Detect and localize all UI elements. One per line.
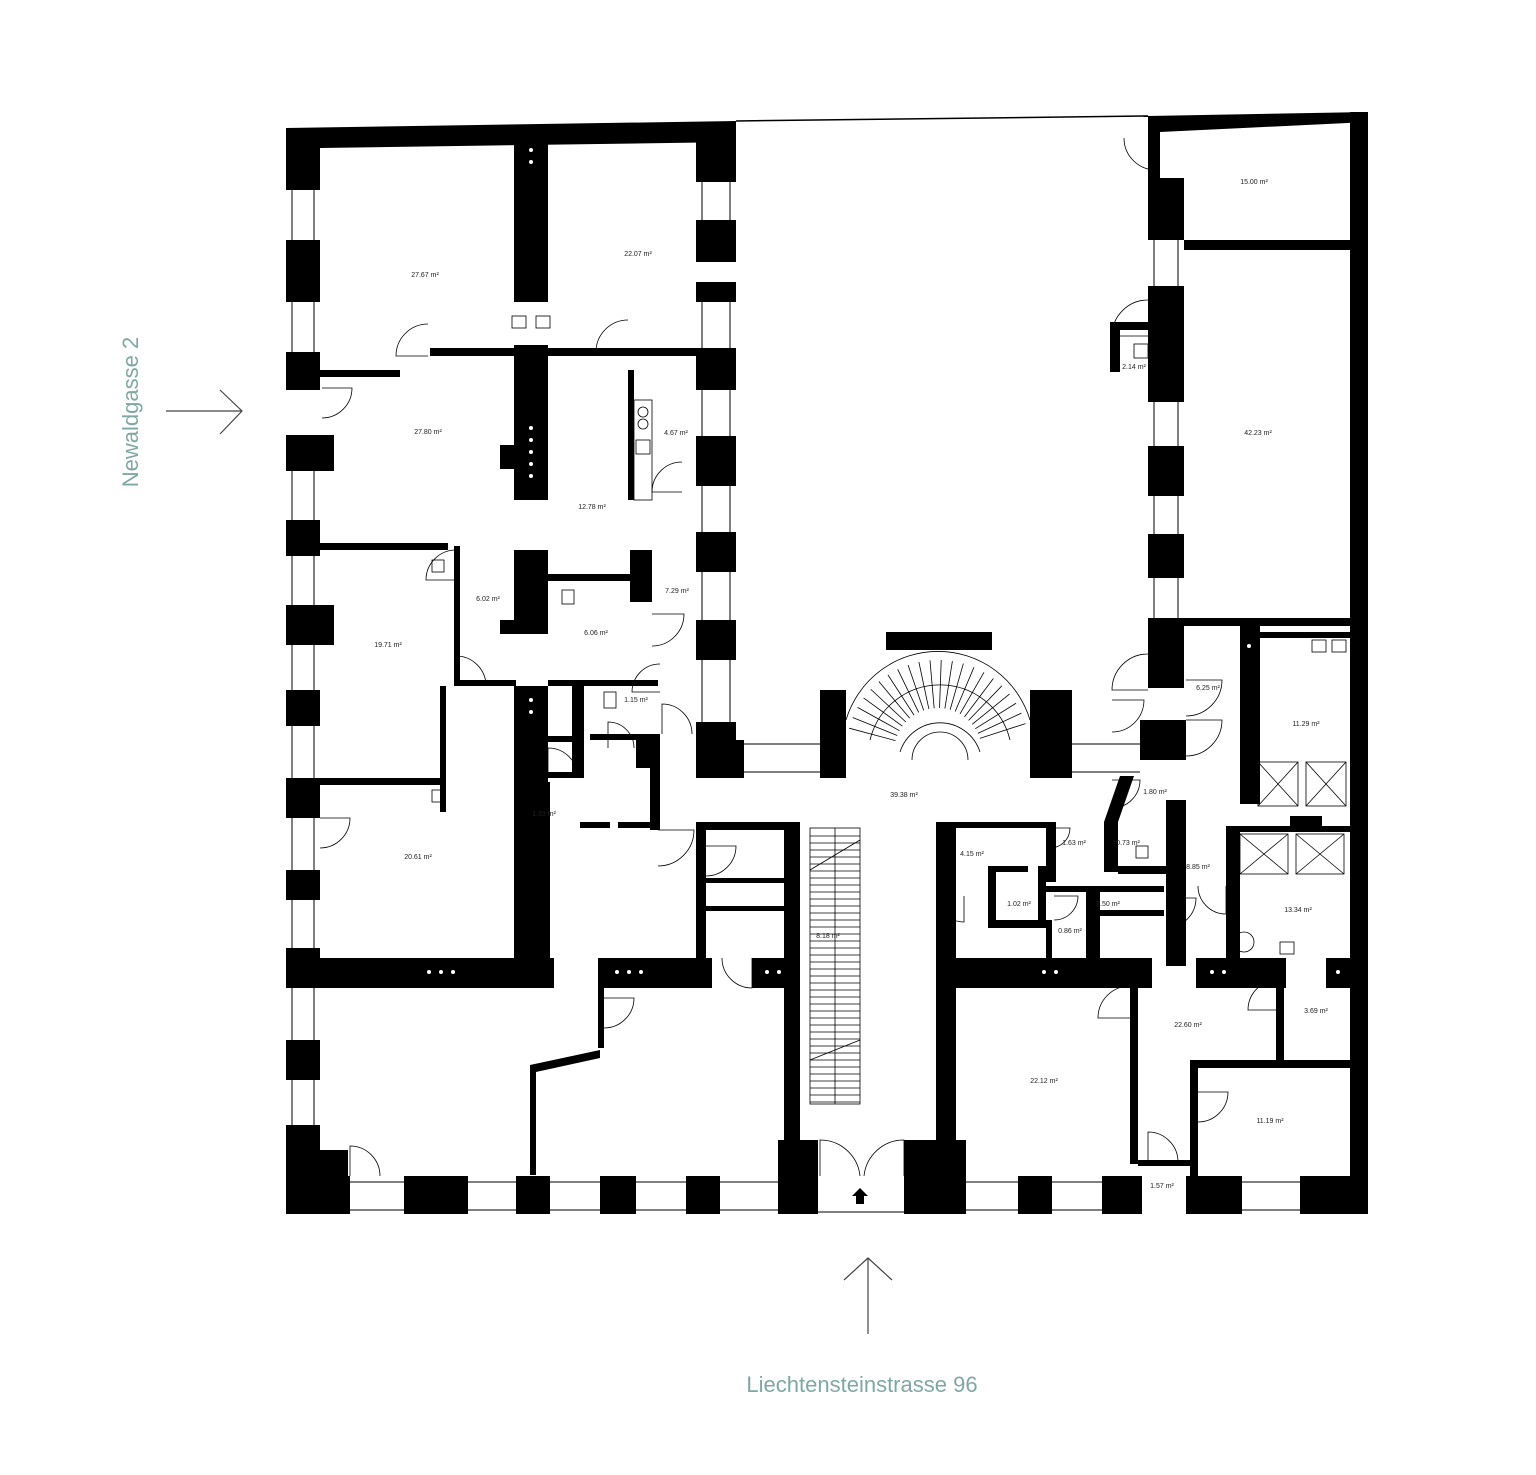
door-swing-icon — [631, 663, 661, 693]
door-swing-icon — [319, 137, 1279, 1177]
door-swing-icon — [1049, 827, 1071, 849]
door-swing-icon — [705, 845, 737, 877]
street-label-left: Newaldgasse 2 — [118, 337, 143, 487]
door-swing-icon — [657, 829, 695, 867]
room-area-label-r1: 27.67 m² — [411, 272, 439, 279]
room-area-label-r19: 11.29 m² — [1292, 721, 1320, 728]
arrow-up-icon — [843, 1257, 893, 1334]
room-area-label-r33: 1.57 m² — [1150, 1183, 1174, 1190]
door-swing-icon — [425, 549, 457, 581]
door-swing-icon — [607, 721, 635, 749]
door-swing-icon — [1185, 679, 1223, 717]
room-area-label-r25: 1.02 m² — [1007, 901, 1031, 908]
door-swing-icon — [1247, 979, 1279, 1011]
wall-vent-dots — [427, 148, 1340, 974]
room-area-label-r21: 4.15 m² — [960, 851, 984, 858]
door-swing-icon — [455, 655, 487, 687]
door-swing-icon — [1197, 1091, 1229, 1123]
room-area-label-r30: 3.69 m² — [1304, 1008, 1328, 1015]
door-swing-icon — [349, 1145, 381, 1177]
entrance-marker-icon — [852, 1188, 868, 1204]
room-area-label-r6: 19.71 m² — [374, 642, 402, 649]
walls — [286, 112, 1368, 1214]
fixtures — [431, 315, 1347, 955]
room-area-label-r4: 4.67 m² — [664, 430, 688, 437]
room-area-label-r2: 22.07 m² — [624, 251, 652, 258]
room-area-label-r26: 2.50 m² — [1096, 901, 1120, 908]
room-area-label-r13: 39.38 m² — [890, 792, 918, 799]
room-area-label-r20: 1.80 m² — [1143, 789, 1167, 796]
door-swing-icon — [595, 319, 629, 353]
door-swing-icon — [661, 703, 693, 735]
door-swing-icon — [721, 957, 753, 989]
door-swing-icon — [1111, 299, 1149, 337]
room-area-label-r14: 8.18 m² — [816, 933, 840, 940]
door-swing-icon — [937, 895, 965, 923]
room-area-label-r23: 0.73 m² — [1116, 840, 1140, 847]
room-area-label-r5: 12.78 m² — [578, 504, 606, 511]
room-area-label-r8: 6.06 m² — [584, 630, 608, 637]
door-swing-icon — [603, 997, 635, 1029]
door-swing-icon — [1111, 653, 1149, 691]
room-area-label-r3: 27.80 m² — [414, 429, 442, 436]
door-swing-icon — [651, 461, 683, 493]
staircase-icon — [809, 651, 1031, 1177]
door-swing-icon — [547, 747, 579, 779]
room-area-label-r22: 1.63 m² — [1062, 840, 1086, 847]
room-area-label-r15: 15.00 m² — [1240, 179, 1268, 186]
street-label-bottom: Liechtensteinstrasse 96 — [746, 1372, 977, 1397]
door-swing-icon — [1097, 985, 1131, 1019]
door-swing-icon — [1111, 779, 1141, 809]
room-area-label-r17: 42.23 m² — [1244, 430, 1272, 437]
door-swing-icon — [1147, 1131, 1179, 1163]
room-labels: 27.67 m² 22.07 m² 27.80 m² 4.67 m² 12.78 m² 1… — [374, 179, 1328, 1190]
room-area-label-r9: 7.29 m² — [665, 588, 689, 595]
room-area-label-r7: 6.02 m² — [476, 596, 500, 603]
door-swing-icon — [1123, 137, 1157, 171]
room-area-label-r32: 11.19 m² — [1256, 1118, 1284, 1125]
room-area-label-r16: 2.14 m² — [1122, 364, 1146, 371]
room-area-label-r29: 22.60 m² — [1174, 1022, 1202, 1029]
door-swing-icon — [395, 323, 429, 357]
door-swing-icon — [1053, 895, 1079, 921]
door-swing-icon — [651, 613, 685, 647]
door-swing-icon — [1197, 885, 1227, 915]
door-swing-icon — [321, 387, 353, 419]
door-swing-icon — [1111, 699, 1145, 733]
room-area-label-r24: 8.85 m² — [1186, 864, 1210, 871]
room-area-label-r31: 22.12 m² — [1030, 1078, 1058, 1085]
room-area-label-r28: 13.34 m² — [1284, 907, 1312, 914]
room-area-label-r18: 6.25 m² — [1196, 685, 1220, 692]
room-area-label-r11: 1.33 m² — [532, 811, 556, 818]
door-swing-icon — [1165, 897, 1197, 929]
arrow-right-icon — [166, 389, 243, 435]
door-swing-icon — [319, 817, 351, 849]
door-swing-icon — [1185, 719, 1223, 757]
room-area-label-r27: 0.86 m² — [1058, 928, 1082, 935]
room-area-label-r12: 20.61 m² — [404, 854, 432, 861]
room-area-label-r10: 1.15 m² — [624, 697, 648, 704]
